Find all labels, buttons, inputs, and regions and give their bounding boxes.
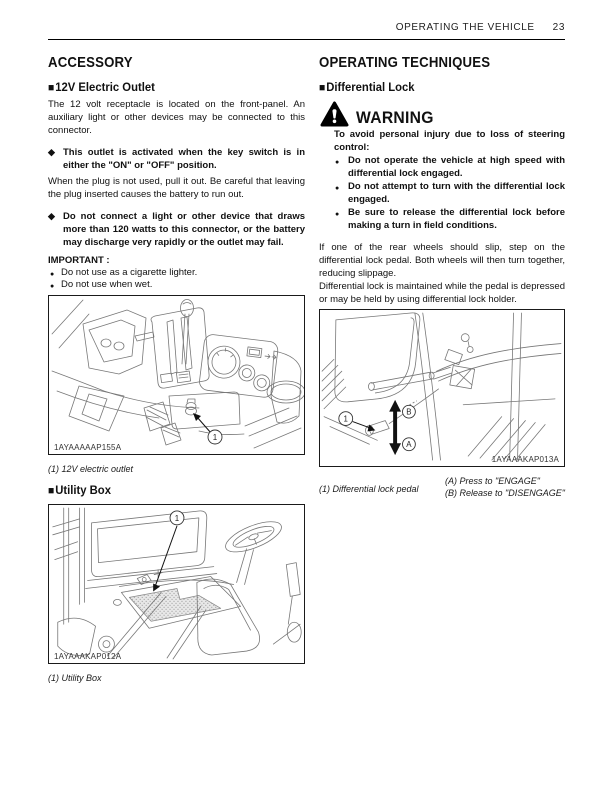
disc-bullet-icon: ● [335,185,340,192]
chapter-title: OPERATING THE VEHICLE [395,22,535,33]
square-marker: ■ [48,82,55,94]
heading-utility-box: ■Utility Box [48,483,290,498]
warning-triangle-icon [320,101,349,127]
note-text: Do not connect a light or other device t… [63,211,305,248]
callout-1-pointer: 1 [193,413,223,445]
caption-disengage: (B) Release to "DISENGAGE" [445,488,565,498]
figure-code: 1AYAAAKAP013A [491,455,559,464]
square-marker: ■ [319,82,326,94]
important-item-text: Do not use when wet. [61,279,153,290]
diamond-bullet-icon: ◆ [48,211,55,221]
heading-differential-lock: ■Differential Lock [319,80,550,95]
engage-disengage-arrow [389,399,402,456]
figure-caption-12v-outlet: (1) 12V electric outlet [48,464,134,474]
callout-1-label: 1 [213,433,218,442]
warning-item-text: Do not operate the vehicle at high speed… [348,155,565,179]
warning-item-text: Do not attempt to turn with the differen… [348,181,565,205]
callout-b-circle [402,404,416,419]
page-number: 23 [552,22,565,33]
disc-bullet-icon: ● [50,282,55,290]
warning-item: ● Do not attempt to turn with the differ… [334,180,565,206]
header-rule [48,39,565,40]
important-item: ● Do not use as a cigarette lighter. [48,267,305,279]
warning-item: ● Do not operate the vehicle at high spe… [334,154,565,180]
diff-lock-paragraph-1: If one of the rear wheels should slip, s… [319,242,565,279]
figure-caption-utility-box: (1) Utility Box [48,673,102,683]
outlet-plug-paragraph: When the plug is not used, pull it out. … [48,176,305,200]
outlet-note-1: ◆ This outlet is activated when the key … [48,146,305,172]
note-text: This outlet is activated when the key sw… [63,147,305,171]
disc-bullet-icon: ● [335,211,340,218]
figure-12v-outlet: 1 1AYAAAAAP155A [48,295,305,455]
heading-text: Differential Lock [326,80,415,94]
left-column: ACCESSORY ■12V Electric Outlet The 12 vo… [48,54,305,684]
dashboard-illustration: 1 [51,299,304,449]
disc-bullet-icon: ● [50,270,55,278]
figure-code: 1AYAAAKAP012A [54,652,122,661]
heading-text: 12V Electric Outlet [55,80,155,94]
important-label: IMPORTANT : [48,255,110,266]
callout-b-label: B [406,408,411,417]
warning-label: WARNING [356,109,434,127]
diamond-bullet-icon: ◆ [48,147,55,157]
figure-captions-diff-lock: (1) Differential lock pedal (A) Press to… [319,475,565,499]
important-item: ● Do not use when wet. [48,279,305,291]
utility-box-illustration: 1 [52,507,302,660]
caption-engage: (A) Press to "ENGAGE" [445,476,540,486]
outlet-note-2: ◆ Do not connect a light or other device… [48,210,305,249]
square-marker: ■ [48,485,55,497]
diff-lock-paragraph-2: Differential lock is maintained while th… [319,281,565,305]
callout-1-label: 1 [344,415,348,424]
section-title-operating-techniques: OPERATING TECHNIQUES [319,54,491,71]
differential-lock-pedal-illustration: B A 1 [321,312,562,461]
callout-1-pointer: 1 [338,411,376,432]
disc-bullet-icon: ● [335,159,340,166]
outlet-intro-paragraph: The 12 volt receptacle is located on the… [48,99,305,136]
callout-1-label: 1 [175,514,180,523]
section-title-accessory: ACCESSORY [48,54,133,71]
page-header: OPERATING THE VEHICLE 23 [48,22,565,33]
figure-code: 1AYAAAAAP155A [54,443,122,452]
right-column: OPERATING TECHNIQUES ■Differential Lock … [319,54,565,684]
caption-pedal: (1) Differential lock pedal [319,484,419,494]
warning-item-text: Be sure to release the differential lock… [348,207,565,231]
heading-12v-electric-outlet: ■12V Electric Outlet [48,80,290,95]
heading-text: Utility Box [55,483,111,497]
warning-block: WARNING To avoid personal injury due to … [319,101,565,232]
figure-differential-lock-pedal: B A 1 1AYAAAKAP013A [319,309,565,467]
warning-intro: To avoid personal injury due to loss of … [334,129,565,153]
figure-utility-box: 1 1AYAAAKAP012A [48,504,305,664]
warning-item: ● Be sure to release the differential lo… [334,206,565,232]
callout-1-pointer: 1 [153,510,185,592]
important-item-text: Do not use as a cigarette lighter. [61,267,198,278]
callout-a-circle [402,437,416,452]
callout-a-label: A [406,440,412,449]
